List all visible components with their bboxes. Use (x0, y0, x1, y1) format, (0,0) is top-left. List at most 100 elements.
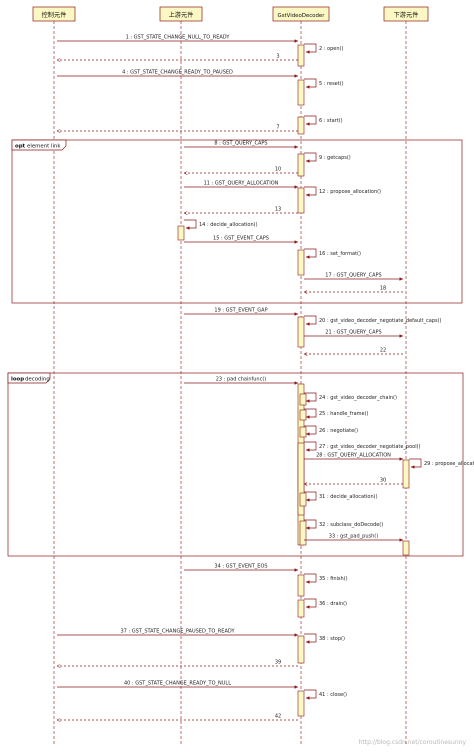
message-arrow (304, 491, 317, 502)
participant-decoder-label: GstVideoDecoder (278, 13, 326, 19)
message-19: 19 : GST_EVENT_GAP (184, 308, 298, 316)
frame-opt: opt element link (11, 139, 463, 304)
message-arrow (304, 248, 317, 259)
message-label: 27 : gst_video_decoder_negotiate_pool() (319, 444, 421, 450)
participant-upstream-label: 上游元件 (169, 11, 194, 19)
message-arrow (304, 152, 317, 163)
message-1: 1 : GST_STATE_CHANGE_NULL_TO_READY (57, 35, 298, 43)
activation-bars (177, 44, 410, 717)
activation-bar (297, 599, 305, 618)
activation-bar (297, 249, 305, 276)
message-label: 9 : getcaps() (319, 155, 351, 161)
activation-bar (297, 635, 305, 664)
message-label: 21 : GST_QUERY_CAPS (325, 330, 381, 336)
message-label: 22 (380, 348, 386, 354)
message-2: 2 : open() (304, 43, 343, 54)
message-26: 26 : negotiate() (304, 425, 358, 436)
messages: 1 : GST_STATE_CHANGE_NULL_TO_READY 2 : op… (57, 35, 474, 721)
message-label: 15 : GST_EVENT_CAPS (213, 236, 269, 242)
message-label: 42 (275, 714, 281, 720)
message-35: 35 : finish() (304, 573, 348, 584)
message-label: 1 : GST_STATE_CHANGE_NULL_TO_READY (126, 35, 231, 41)
message-11: 11 : GST_QUERY_ALLOCATION (184, 181, 298, 189)
activation-bar (297, 116, 305, 135)
message-40: 40 : GST_STATE_CHANGE_READY_TO_NULL (57, 681, 298, 689)
message-label: 37 : GST_STATE_CHANGE_PAUSED_TO_READY (121, 629, 236, 635)
message-label: 17 : GST_QUERY_CAPS (325, 273, 381, 279)
message-label: 25 : handle_frame() (319, 411, 369, 417)
message-6: 6 : start() (304, 115, 343, 126)
message-arrow (304, 689, 317, 700)
message-arrow (304, 598, 317, 609)
message-20: 20 : gst_video_decoder_negotiate_default… (304, 315, 442, 326)
frame-loop-guard: decoding (25, 377, 50, 383)
message-label: 23 : pad chainfunc() (216, 377, 267, 383)
message-23: 23 : pad chainfunc() (184, 377, 298, 385)
message-34: 34 : GST_EVENT_EOS (184, 564, 298, 572)
activation-bar (299, 426, 307, 438)
message-label: 7 (276, 125, 279, 131)
activation-bar (402, 459, 410, 489)
message-arrow (184, 219, 197, 230)
message-15: 15 : GST_EVENT_CAPS (184, 236, 298, 244)
message-label: 32 : subclass_doDecode() (319, 522, 383, 528)
frame-opt-kind: opt (15, 144, 26, 150)
message-label: 31 : decide_allocation() (319, 494, 378, 500)
activation-bar (299, 393, 307, 406)
message-21: 21 : GST_QUERY_CAPS (304, 330, 403, 338)
message-33: 33 : gst_pad_push() (304, 534, 403, 542)
message-label: 5 : reset() (319, 81, 344, 87)
message-label: 13 (275, 207, 281, 213)
message-label: 29 : propose_allocation() (424, 461, 474, 467)
message-3: 3 (57, 54, 298, 61)
message-14: 14 : decide_allocation() (184, 219, 258, 230)
message-label: 26 : negotiate() (319, 428, 358, 434)
message-label: 18 (380, 286, 386, 292)
message-4: 4 : GST_STATE_CHANGE_READY_TO_PAUSED (57, 70, 298, 78)
message-25: 25 : handle_frame() (304, 408, 369, 419)
message-label: 41 : close() (319, 692, 347, 698)
activation-bar (297, 690, 305, 717)
message-38: 38 : stop() (304, 633, 345, 644)
message-label: 10 (275, 167, 281, 173)
activation-bar (297, 44, 305, 67)
message-label: 33 : gst_pad_push() (329, 534, 378, 540)
participant-control-label: 控制元件 (42, 11, 67, 19)
message-22: 22 (304, 348, 403, 355)
message-arrow (304, 425, 317, 436)
message-arrow (304, 43, 317, 54)
activation-bar (297, 187, 305, 214)
message-arrow (304, 315, 317, 326)
message-29: 29 : propose_allocation() (409, 458, 474, 469)
message-28: 28 : GST_QUERY_ALLOCATION (304, 453, 403, 461)
message-31: 31 : decide_allocation() (304, 491, 378, 502)
activation-bar (299, 492, 307, 507)
message-label: 8 : GST_QUERY_CAPS (214, 141, 267, 147)
message-9: 9 : getcaps() (304, 152, 351, 163)
message-label: 6 : start() (319, 118, 343, 124)
message-label: 3 (276, 54, 279, 60)
activation-bar (297, 316, 305, 348)
message-label: 20 : gst_video_decoder_negotiate_default… (319, 318, 442, 324)
message-label: 19 : GST_EVENT_GAP (214, 308, 267, 314)
message-label: 35 : finish() (319, 576, 348, 582)
message-label: 39 (275, 660, 281, 666)
message-17: 17 : GST_QUERY_CAPS (304, 273, 403, 281)
message-label: 2 : open() (319, 46, 343, 52)
watermark: http://blog.csdn.net/coroutinesunny (359, 739, 467, 746)
message-42: 42 (57, 714, 298, 721)
activation-bar (402, 540, 410, 556)
activation-bar (297, 442, 305, 516)
message-label: 12 : propose_allocation() (319, 189, 381, 195)
message-label: 4 : GST_STATE_CHANGE_READY_TO_PAUSED (122, 70, 233, 76)
message-12: 12 : propose_allocation() (304, 186, 381, 197)
message-16: 16 : set_format() (304, 248, 361, 259)
message-39: 39 (57, 660, 298, 667)
message-13: 13 (184, 207, 298, 214)
message-32: 32 : subclass_doDecode() (304, 519, 383, 530)
message-30: 30 (304, 478, 403, 485)
message-label: 11 : GST_QUERY_ALLOCATION (204, 181, 279, 187)
message-arrow (304, 633, 317, 644)
message-arrow (304, 186, 317, 197)
